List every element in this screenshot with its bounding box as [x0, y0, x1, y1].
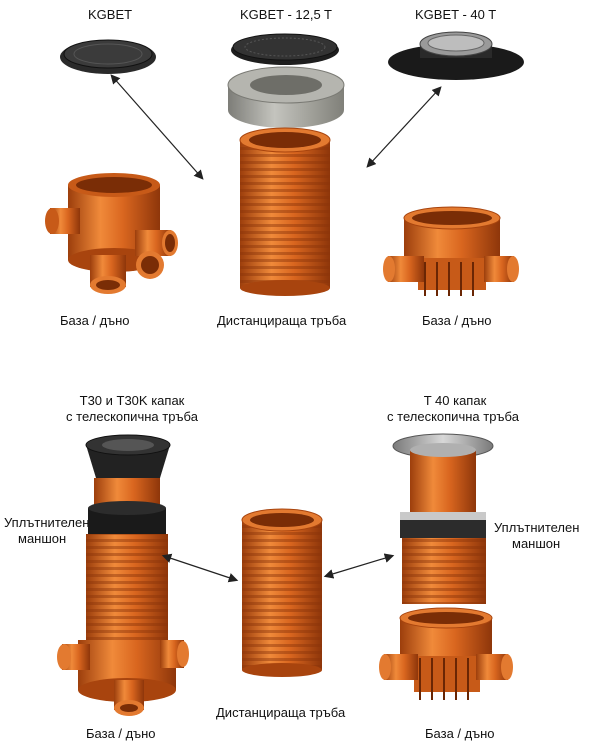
cover-label-kgbet-40t: KGBET - 40 T — [415, 7, 497, 22]
top-base-left-label: База / дъно — [60, 313, 130, 328]
top-base-right-label: База / дъно — [422, 313, 492, 328]
bottom-spacer-pipe-label: Дистанцираща тръба — [216, 705, 346, 720]
seal-label-left-line1: Уплътнителен — [4, 515, 90, 530]
base-right-top — [383, 206, 519, 296]
cover-kgbet-40t — [388, 31, 524, 80]
bottom-base-right-label: База / дъно — [425, 726, 495, 741]
concrete-ring — [227, 66, 345, 128]
seal-label-right-line1: Уплътнителен — [494, 520, 580, 535]
bottom-left-title-line2: с телескопична тръба — [66, 409, 198, 424]
arrow-pipe-to-right — [323, 553, 395, 579]
arrow-kgbet40-to-pipe — [366, 86, 442, 168]
bottom-base-left-label: База / дъно — [86, 726, 156, 741]
arrow-kgbet-to-pipe — [110, 74, 204, 180]
cover-kgbet — [60, 39, 156, 74]
assembly-right-t40 — [379, 433, 513, 700]
top-spacer-pipe-label: Дистанцираща тръба — [217, 313, 347, 328]
bottom-right-title-line2: с телескопична тръба — [387, 409, 519, 424]
base-left-top — [45, 173, 178, 294]
seal-label-left-line2: маншон — [18, 531, 67, 546]
spacer-pipe-top — [239, 127, 331, 296]
bottom-left-title-line1: T30 и T30K капак — [79, 393, 185, 408]
cover-label-kgbet-12-5t: KGBET - 12,5 T — [240, 7, 333, 22]
bottom-right-title-line1: T 40 капак — [423, 393, 487, 408]
spacer-pipe-bottom — [241, 508, 323, 677]
cover-label-kgbet: KGBET — [88, 7, 133, 22]
cover-kgbet-12-5t — [231, 33, 339, 65]
seal-label-right-line2: маншон — [512, 536, 561, 551]
arrow-left-to-pipe — [161, 553, 239, 583]
assembly-left-t30 — [57, 434, 189, 716]
